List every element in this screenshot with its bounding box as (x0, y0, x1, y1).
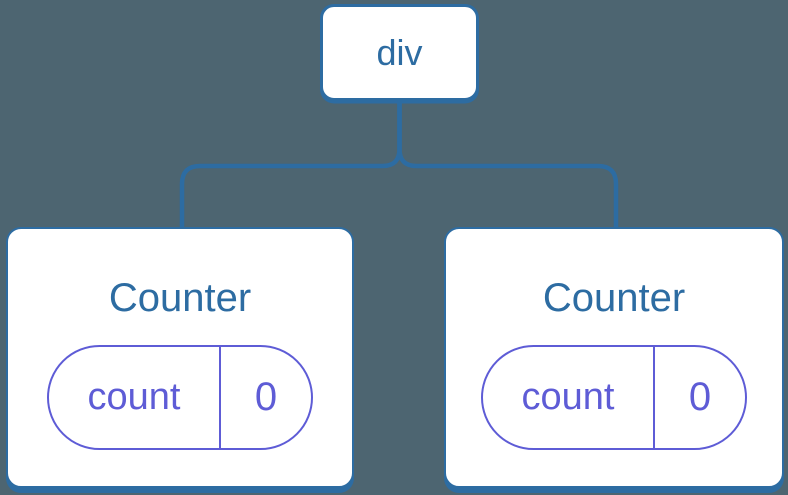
counter-node-left: Counter count 0 (6, 227, 354, 488)
counter-right-state-value: 0 (688, 375, 712, 419)
counter-right-state-pill: count 0 (481, 345, 747, 450)
counter-left-title: Counter (108, 276, 252, 320)
edge-root-to-left-counter (179, 101, 402, 228)
edge-root-to-right-counter (397, 101, 619, 228)
counter-node-right: Counter count 0 (444, 227, 784, 488)
root-node-div: div (320, 4, 479, 101)
counter-left-state-key: count (49, 347, 221, 448)
counter-right-state-key: count (483, 347, 655, 448)
counter-right-title: Counter (542, 276, 686, 320)
root-node-label: div (376, 31, 423, 73)
counter-left-state-pill: count 0 (47, 345, 313, 450)
counter-left-state-value: 0 (254, 375, 278, 419)
